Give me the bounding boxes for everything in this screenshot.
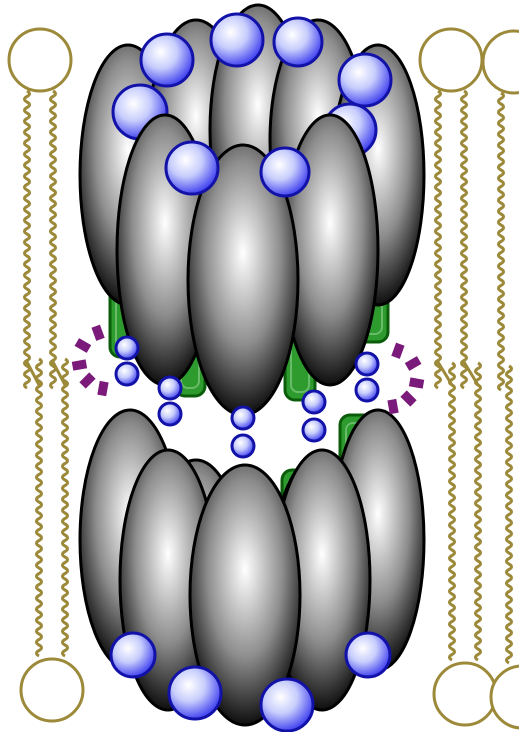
charged-bead-icon	[339, 54, 391, 106]
charged-bead-icon	[261, 148, 309, 196]
lipid-tail-joint	[438, 362, 478, 385]
charged-bead-icon	[274, 18, 322, 66]
docking-bead-icon	[356, 353, 378, 375]
lipid-molecule-icon	[420, 29, 482, 388]
docking-bead-icon	[232, 407, 254, 429]
lipid-tail	[476, 363, 481, 660]
docking-bead-icon	[303, 419, 325, 441]
lipid-tail	[462, 91, 467, 388]
docking-bead-icon	[116, 337, 138, 359]
lipid-head	[420, 29, 482, 91]
lipid-molecule-icon	[483, 31, 519, 390]
calcium-ion-icon	[392, 344, 424, 413]
ion-ray	[396, 344, 401, 357]
lipid-tail	[499, 93, 504, 390]
lipid-molecule-icon	[434, 363, 496, 725]
docking-bead-icon	[159, 377, 181, 399]
lipid-tail	[51, 91, 56, 388]
lipid-molecule-icon	[9, 29, 71, 388]
lipid-molecule-icon	[491, 366, 519, 728]
docking-bead-icon	[116, 363, 138, 385]
lipid-tail	[450, 363, 455, 660]
charged-bead-icon	[211, 14, 263, 66]
docking-bead-icon	[159, 403, 181, 425]
ion-ray	[73, 364, 87, 366]
calcium-ion-icon	[73, 326, 105, 395]
docking-bead-icon	[232, 435, 254, 457]
charged-bead-icon	[166, 142, 218, 194]
lipid-molecule-icon	[21, 359, 83, 721]
ion-ray	[102, 382, 104, 396]
lipid-head	[483, 31, 519, 93]
lipid-head	[21, 659, 83, 721]
docking-bead-icon	[303, 391, 325, 413]
lipid-head	[491, 666, 519, 728]
charged-bead-icon	[169, 667, 221, 719]
docking-bead-icon	[356, 379, 378, 401]
ion-ray	[392, 400, 394, 414]
ion-ray	[410, 382, 424, 384]
charged-bead-icon	[141, 34, 193, 86]
lipid-tail	[25, 91, 30, 388]
lipid-tail	[507, 366, 512, 663]
lipid-head	[9, 29, 71, 91]
ion-ray	[407, 360, 419, 367]
charged-bead-icon	[111, 633, 155, 677]
ion-ray	[404, 394, 414, 404]
charged-bead-icon	[346, 633, 390, 677]
ion-ray	[96, 326, 101, 339]
lipid-tail-joint	[27, 362, 65, 385]
charged-bead-icon	[261, 679, 313, 731]
lipid-head	[434, 663, 496, 725]
lipid-tail	[63, 359, 68, 656]
ion-ray	[77, 342, 89, 349]
ion-ray	[83, 376, 93, 386]
lipid-tail	[37, 359, 42, 656]
lipid-tail	[436, 91, 441, 388]
